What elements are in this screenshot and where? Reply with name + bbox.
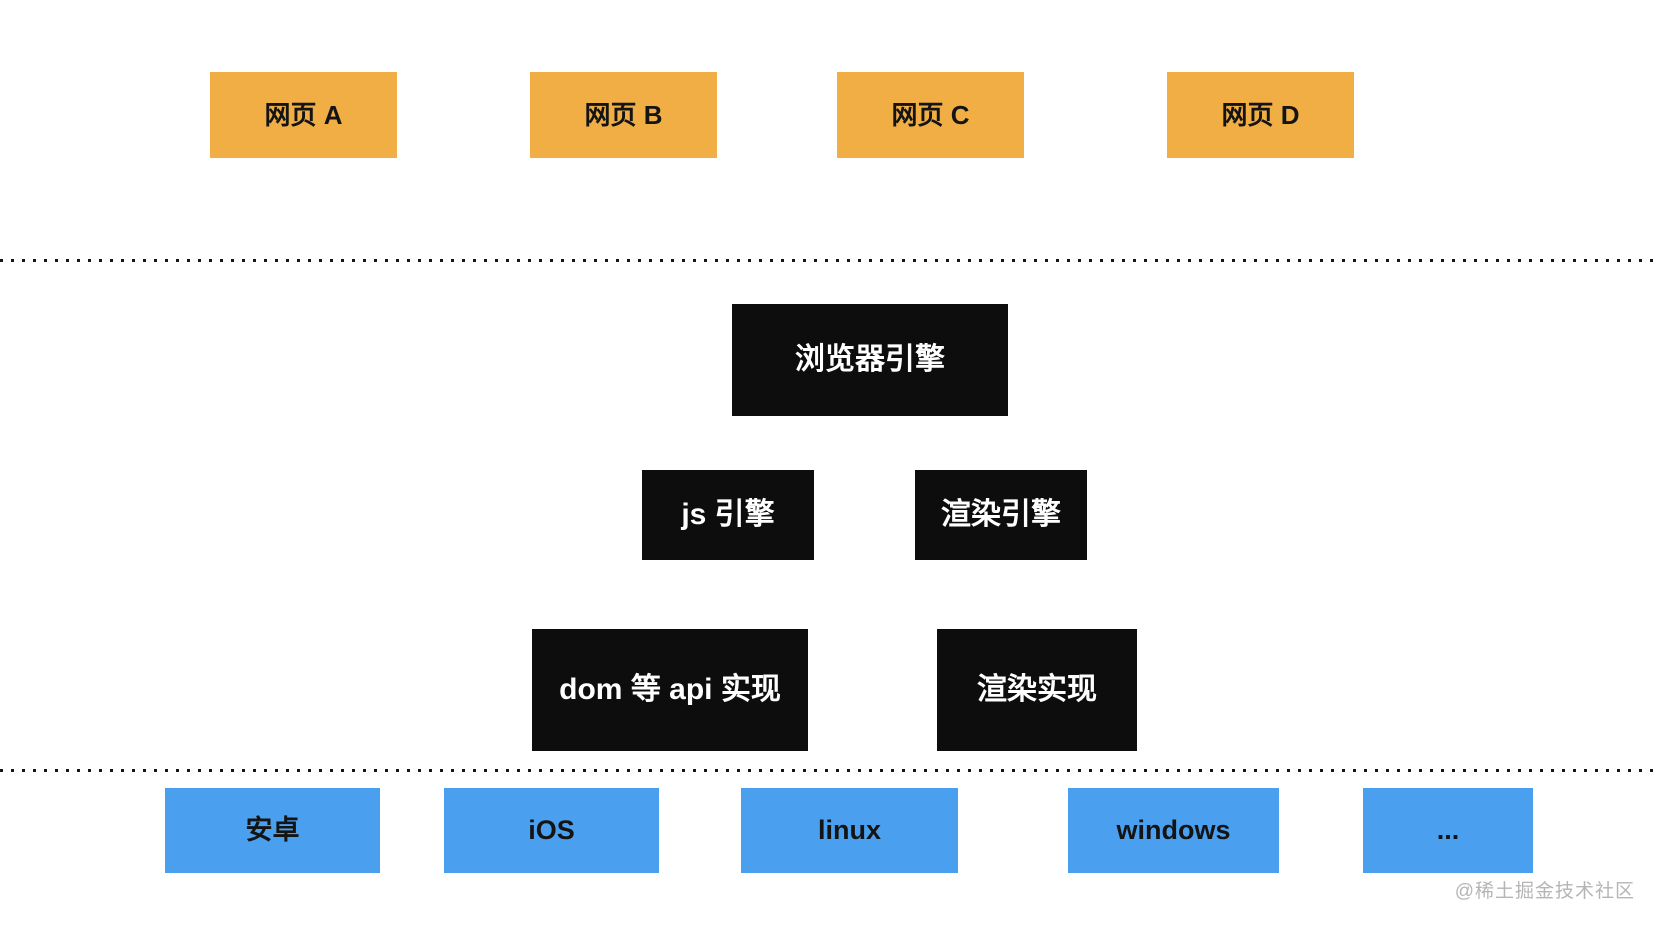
platform-ellipsis-box: ...	[1363, 788, 1533, 873]
watermark: @稀土掘金技术社区	[1454, 881, 1635, 902]
platform-linux-box: linux	[741, 788, 958, 873]
webpage-a-box: 网页 A	[210, 72, 397, 158]
browser-engine-box: 浏览器引擎	[732, 304, 1008, 416]
webpage-c-box: 网页 C	[837, 72, 1024, 158]
webpage-b-box: 网页 B	[530, 72, 717, 158]
dom-api-impl-box: dom 等 api 实现	[532, 629, 808, 751]
divider-bottom	[0, 769, 1656, 772]
js-engine-box: js 引擎	[642, 470, 814, 560]
render-engine-box: 渲染引擎	[915, 470, 1087, 560]
webpage-d-box: 网页 D	[1167, 72, 1354, 158]
divider-top	[0, 259, 1656, 262]
render-impl-box: 渲染实现	[937, 629, 1137, 751]
platform-windows-box: windows	[1068, 788, 1279, 873]
platform-ios-box: iOS	[444, 788, 659, 873]
platform-android-box: 安卓	[165, 788, 380, 873]
